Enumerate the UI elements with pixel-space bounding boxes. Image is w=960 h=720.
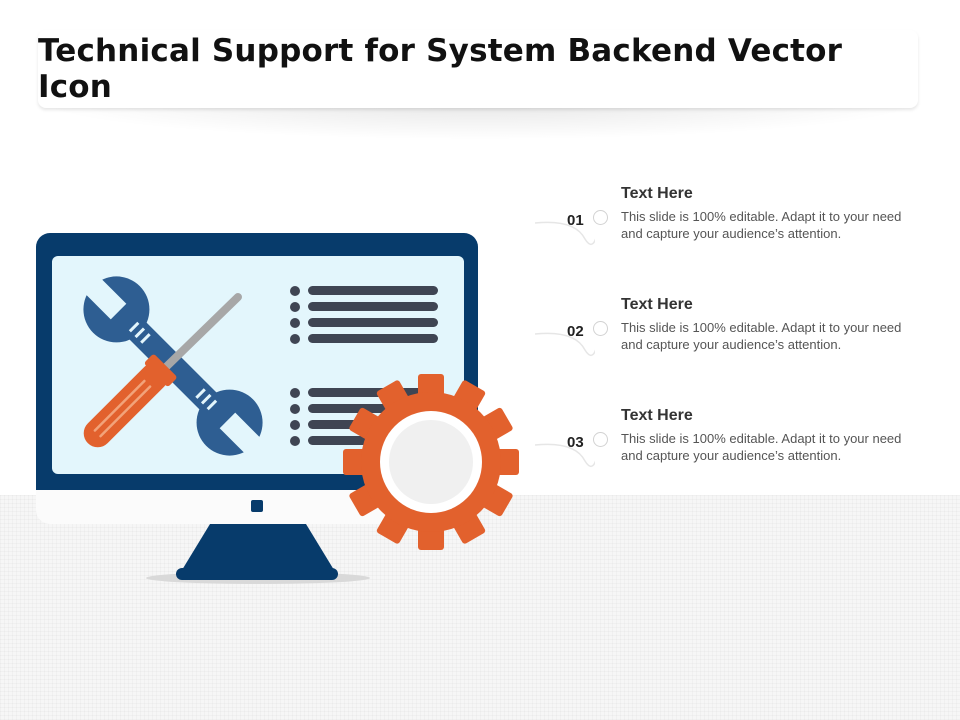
gear-icon — [343, 374, 519, 550]
list-top — [290, 286, 438, 344]
wrench-icon — [76, 269, 270, 463]
item-heading: Text Here — [621, 407, 693, 424]
item-body: This slide is 100% editable. Adapt it to… — [621, 209, 902, 241]
swoosh-decoration — [535, 332, 595, 356]
monitor-base — [176, 568, 338, 580]
swoosh-decoration — [535, 221, 595, 245]
item-body: This slide is 100% editable. Adapt it to… — [621, 431, 902, 463]
power-button-icon — [251, 500, 263, 512]
list-item: 03 Text Here This slide is 100% editable… — [535, 407, 940, 487]
page-title: Technical Support for System Backend Vec… — [38, 33, 843, 105]
item-heading: Text Here — [621, 185, 693, 202]
list-item: 01 Text Here This slide is 100% editable… — [535, 185, 940, 265]
item-body: This slide is 100% editable. Adapt it to… — [621, 320, 902, 352]
item-number: 03 — [567, 434, 584, 451]
title-card: Technical Support for System Backend Vec… — [38, 30, 918, 108]
item-dot-icon — [593, 210, 608, 225]
item-heading: Text Here — [621, 296, 693, 313]
screwdriver-icon — [83, 293, 242, 448]
swoosh-decoration — [535, 443, 595, 467]
item-dot-icon — [593, 321, 608, 336]
list-item: 02 Text Here This slide is 100% editable… — [535, 296, 940, 376]
item-number: 02 — [567, 323, 584, 340]
monitor-stand — [182, 524, 334, 570]
item-number: 01 — [567, 212, 584, 229]
item-dot-icon — [593, 432, 608, 447]
support-illustration — [36, 233, 519, 584]
